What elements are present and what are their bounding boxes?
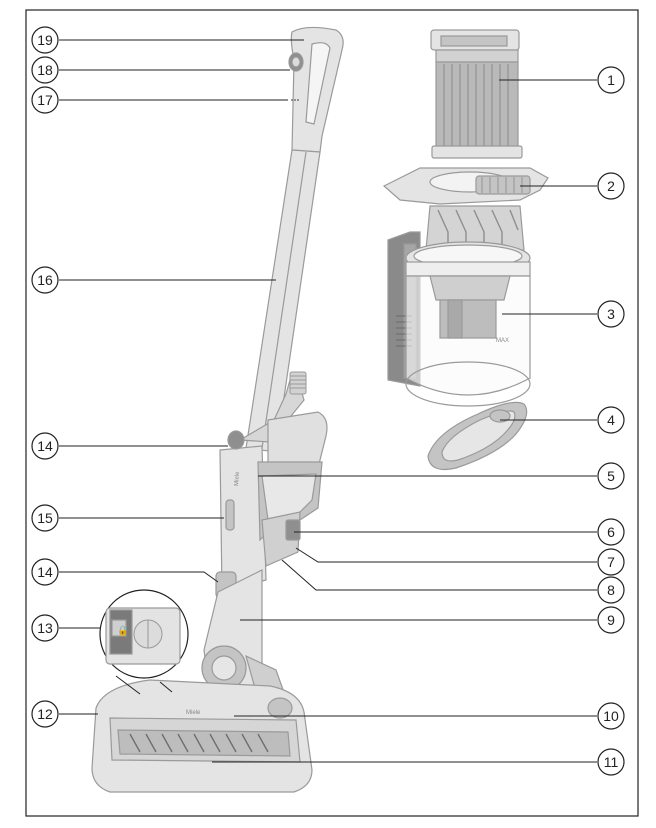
callout-18: 18	[31, 56, 59, 84]
svg-text:13: 13	[37, 620, 53, 636]
callout-7: 7	[597, 548, 625, 576]
callout-11: 11	[597, 748, 625, 776]
callout-14-upper: 14	[31, 432, 59, 460]
callout-2: 2	[597, 172, 625, 200]
container-lid	[427, 401, 528, 471]
svg-text:3: 3	[607, 306, 615, 322]
callout-9: 9	[597, 606, 625, 634]
handle-and-tube	[245, 26, 344, 453]
callout-10: 10	[597, 702, 625, 730]
filter-cartridge	[430, 29, 523, 159]
svg-text:1: 1	[607, 72, 615, 88]
svg-text:14: 14	[37, 564, 53, 580]
svg-text:11: 11	[604, 754, 619, 770]
callout-8: 8	[597, 576, 625, 604]
leader-lines	[59, 39, 597, 763]
callout-3: 3	[597, 300, 625, 328]
svg-text:18: 18	[37, 62, 53, 78]
main-body: Miele	[215, 371, 328, 599]
dust-container: MAX	[387, 231, 531, 407]
brand-label-body: Miele	[234, 471, 241, 486]
callout-15: 15	[31, 504, 59, 532]
brand-label-floorhead: Miele	[186, 710, 201, 716]
svg-text:10: 10	[603, 708, 619, 724]
svg-text:MAX: MAX	[496, 338, 509, 344]
svg-text:19: 19	[37, 32, 53, 48]
callout-5: 5	[597, 462, 625, 490]
svg-text:14: 14	[37, 438, 53, 454]
callout-13: 13	[31, 614, 59, 642]
callout-1: 1	[597, 66, 625, 94]
svg-text:8: 8	[607, 582, 615, 598]
svg-text:7: 7	[607, 554, 615, 570]
svg-text:9: 9	[607, 612, 615, 628]
callout-12: 12	[31, 700, 59, 728]
callout-16: 16	[31, 266, 59, 294]
cyclone-unit	[382, 167, 549, 251]
svg-text:2: 2	[607, 178, 615, 194]
callout-4: 4	[597, 406, 625, 434]
diagram-frame	[25, 9, 639, 817]
svg-text:16: 16	[37, 272, 53, 288]
callouts: 19 18 17 16 14 15 14 13 12 1 2 3 4 5 6 7…	[31, 26, 625, 776]
callout-6: 6	[597, 518, 625, 546]
svg-text:5: 5	[607, 468, 615, 484]
svg-text:🔒: 🔒	[117, 625, 128, 636]
svg-text:15: 15	[37, 510, 53, 526]
svg-text:4: 4	[607, 412, 615, 428]
switch-zoom-inset: 🔒	[99, 589, 189, 695]
svg-text:6: 6	[607, 524, 615, 540]
floorhead: Miele	[91, 679, 313, 793]
callout-14-lower: 14	[31, 558, 59, 586]
callout-19: 19	[31, 26, 59, 54]
svg-text:12: 12	[37, 706, 53, 722]
callout-17: 17	[31, 86, 59, 114]
svg-text:17: 17	[37, 92, 53, 108]
